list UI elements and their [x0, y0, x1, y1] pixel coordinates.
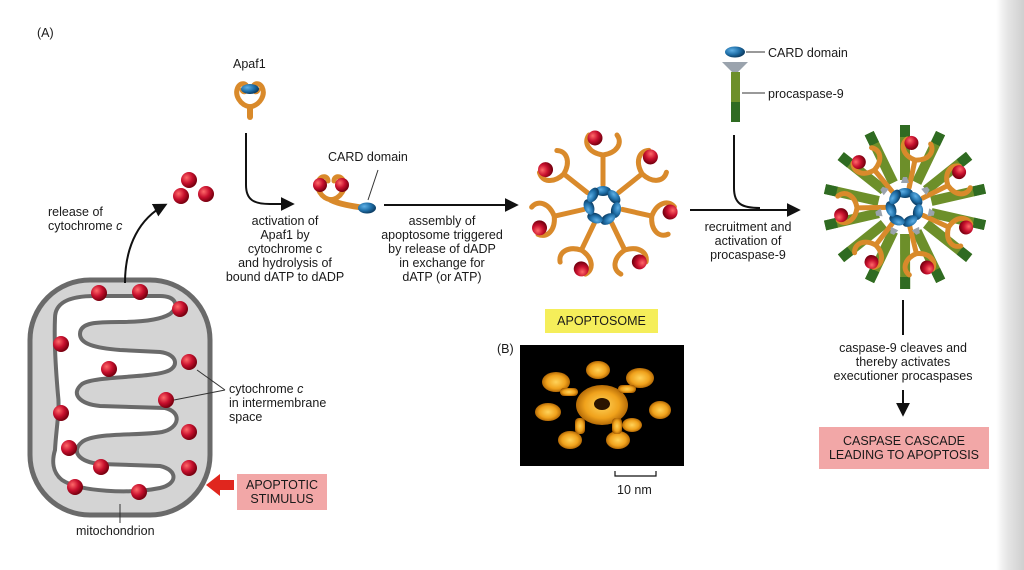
- activation-line: Apaf1 by: [260, 228, 310, 242]
- procaspase-icon: [722, 46, 748, 122]
- em-image: [520, 345, 684, 466]
- apaf1-icon: [237, 84, 264, 117]
- release-line-2: cytochrome c: [48, 219, 122, 233]
- card-domain-icon: [885, 188, 924, 227]
- cyto-line-3: space: [229, 410, 263, 424]
- apoptosome-box: APOPTOSOME: [545, 309, 658, 333]
- caspase-cascade-box: CASPASE CASCADE LEADING TO APOPTOSIS: [819, 427, 989, 469]
- assembly-line: dATP (or ATP): [402, 270, 482, 284]
- activation-line: activation of: [251, 214, 319, 228]
- recruitment-label: recruitment and activation of procaspase…: [688, 220, 808, 262]
- mitochondrion: [27, 277, 213, 518]
- panel-b-label: (B): [497, 342, 514, 356]
- activation-line: and hydrolysis of: [238, 256, 332, 270]
- release-line-1: release of: [48, 205, 103, 219]
- release-label: release of cytochrome c: [48, 205, 122, 233]
- cleaves-line: caspase-9 cleaves and: [839, 341, 967, 355]
- cyto-line-1: cytochrome c: [229, 382, 326, 396]
- card-domain-label: CARD domain: [768, 46, 848, 60]
- cleaves-line: executioner procaspases: [833, 369, 973, 383]
- card-domain-label: CARD domain: [328, 150, 408, 164]
- assembly-line: apoptosome triggered: [381, 228, 503, 242]
- cytochrome-c-icon: [173, 172, 214, 204]
- apoptosome-model: [529, 130, 678, 277]
- cytochrome-c-icon: [53, 284, 197, 500]
- stimulus-line: STIMULUS: [250, 492, 314, 506]
- mitochondrion-label: mitochondrion: [76, 524, 155, 538]
- assembly-label: assembly of apoptosome triggered by rele…: [367, 214, 517, 284]
- activation-line: bound dATP to dADP: [225, 270, 345, 284]
- cleaves-label: caspase-9 cleaves and thereby activates …: [828, 341, 978, 383]
- arrow-icon: [124, 203, 168, 284]
- cytochrome-space-label: cytochrome c in intermembrane space: [229, 382, 326, 424]
- stimulus-line: APOPTOTIC: [245, 478, 318, 492]
- scale-bar: [614, 471, 657, 477]
- page-edge-shadow: [996, 0, 1024, 570]
- assembly-line: in exchange for: [399, 256, 485, 270]
- cascade-line: LEADING TO APOPTOSIS: [828, 448, 980, 462]
- cascade-line: CASPASE CASCADE: [842, 434, 966, 448]
- arrow-icon: [245, 133, 295, 211]
- recruitment-line: procaspase-9: [710, 248, 786, 262]
- apaf1-icon: [313, 174, 368, 211]
- arrow-icon: [733, 135, 761, 209]
- assembly-line: by release of dADP: [388, 242, 496, 256]
- recruitment-line: activation of: [714, 234, 782, 248]
- activation-line: cytochrome c: [247, 242, 323, 256]
- assembly-line: assembly of: [408, 214, 476, 228]
- cyto-line-2: in intermembrane: [229, 396, 327, 410]
- panel-a-label: (A): [37, 26, 54, 40]
- procaspase-9-label: procaspase-9: [768, 87, 844, 101]
- activation-label: activation of Apaf1 by cytochrome c and …: [220, 214, 350, 284]
- release-line-2-italic: c: [116, 219, 123, 233]
- stimulus-arrow-icon: [206, 474, 234, 496]
- card-domain-icon: [725, 46, 745, 58]
- cyto-line-1-italic: c: [297, 382, 304, 396]
- apaf1-label: Apaf1: [233, 57, 266, 71]
- cleaves-line: thereby activates: [855, 355, 951, 369]
- apoptotic-stimulus-box: APOPTOTIC STIMULUS: [237, 474, 327, 510]
- release-line-2-text: cytochrome: [48, 219, 117, 233]
- card-domain-icon: [583, 186, 622, 225]
- mitochondrion-cristae: [51, 294, 179, 494]
- recruitment-line: recruitment and: [704, 220, 792, 234]
- cyto-line-1-text: cytochrome: [229, 382, 298, 396]
- card-domain-icon: [358, 202, 376, 214]
- apoptosome-procaspase-complex: [823, 125, 987, 290]
- scale-bar-label: 10 nm: [617, 483, 652, 497]
